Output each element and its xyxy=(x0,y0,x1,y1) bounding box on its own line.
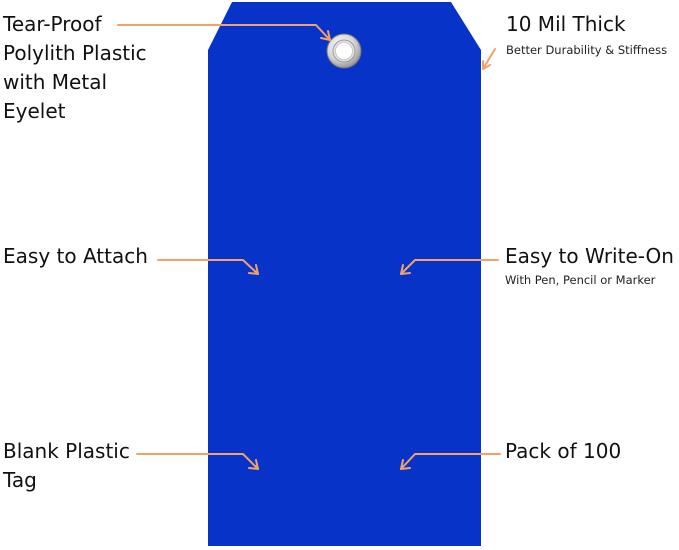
tear-proof-line-4: Eyelet xyxy=(3,99,66,123)
blank-tag-line-1: Blank Plastic xyxy=(3,439,130,463)
callout-arrow-pack xyxy=(400,453,501,470)
callout-arrow-write xyxy=(400,259,499,275)
thickness-title: 10 Mil Thick xyxy=(506,12,626,36)
easy-write-title: Easy to Write-On xyxy=(505,244,674,268)
tear-proof-line-1: Tear-Proof xyxy=(3,12,102,36)
easy-write-subtitle: With Pen, Pencil or Marker xyxy=(505,273,656,287)
callout-arrow-eyelet xyxy=(117,24,331,41)
blank-tag-label: Blank Plastic Tag xyxy=(3,437,130,495)
easy-attach-label: Easy to Attach xyxy=(3,244,148,268)
tear-proof-line-3: with Metal xyxy=(3,70,108,94)
thickness-subtitle: Better Durability & Stiffness xyxy=(506,43,668,57)
tear-proof-line-2: Polylith Plastic xyxy=(3,41,147,65)
callout-arrow-blank xyxy=(136,453,259,470)
pack-label: Pack of 100 xyxy=(505,439,622,463)
metal-eyelet-icon xyxy=(326,33,362,69)
callout-arrow-attach xyxy=(157,259,259,275)
blank-tag-line-2: Tag xyxy=(3,468,37,492)
blank-plastic-tag xyxy=(208,2,481,546)
tear-proof-label: Tear-Proof Polylith Plastic with Metal E… xyxy=(3,10,147,126)
callout-arrow-thickness xyxy=(482,48,496,70)
